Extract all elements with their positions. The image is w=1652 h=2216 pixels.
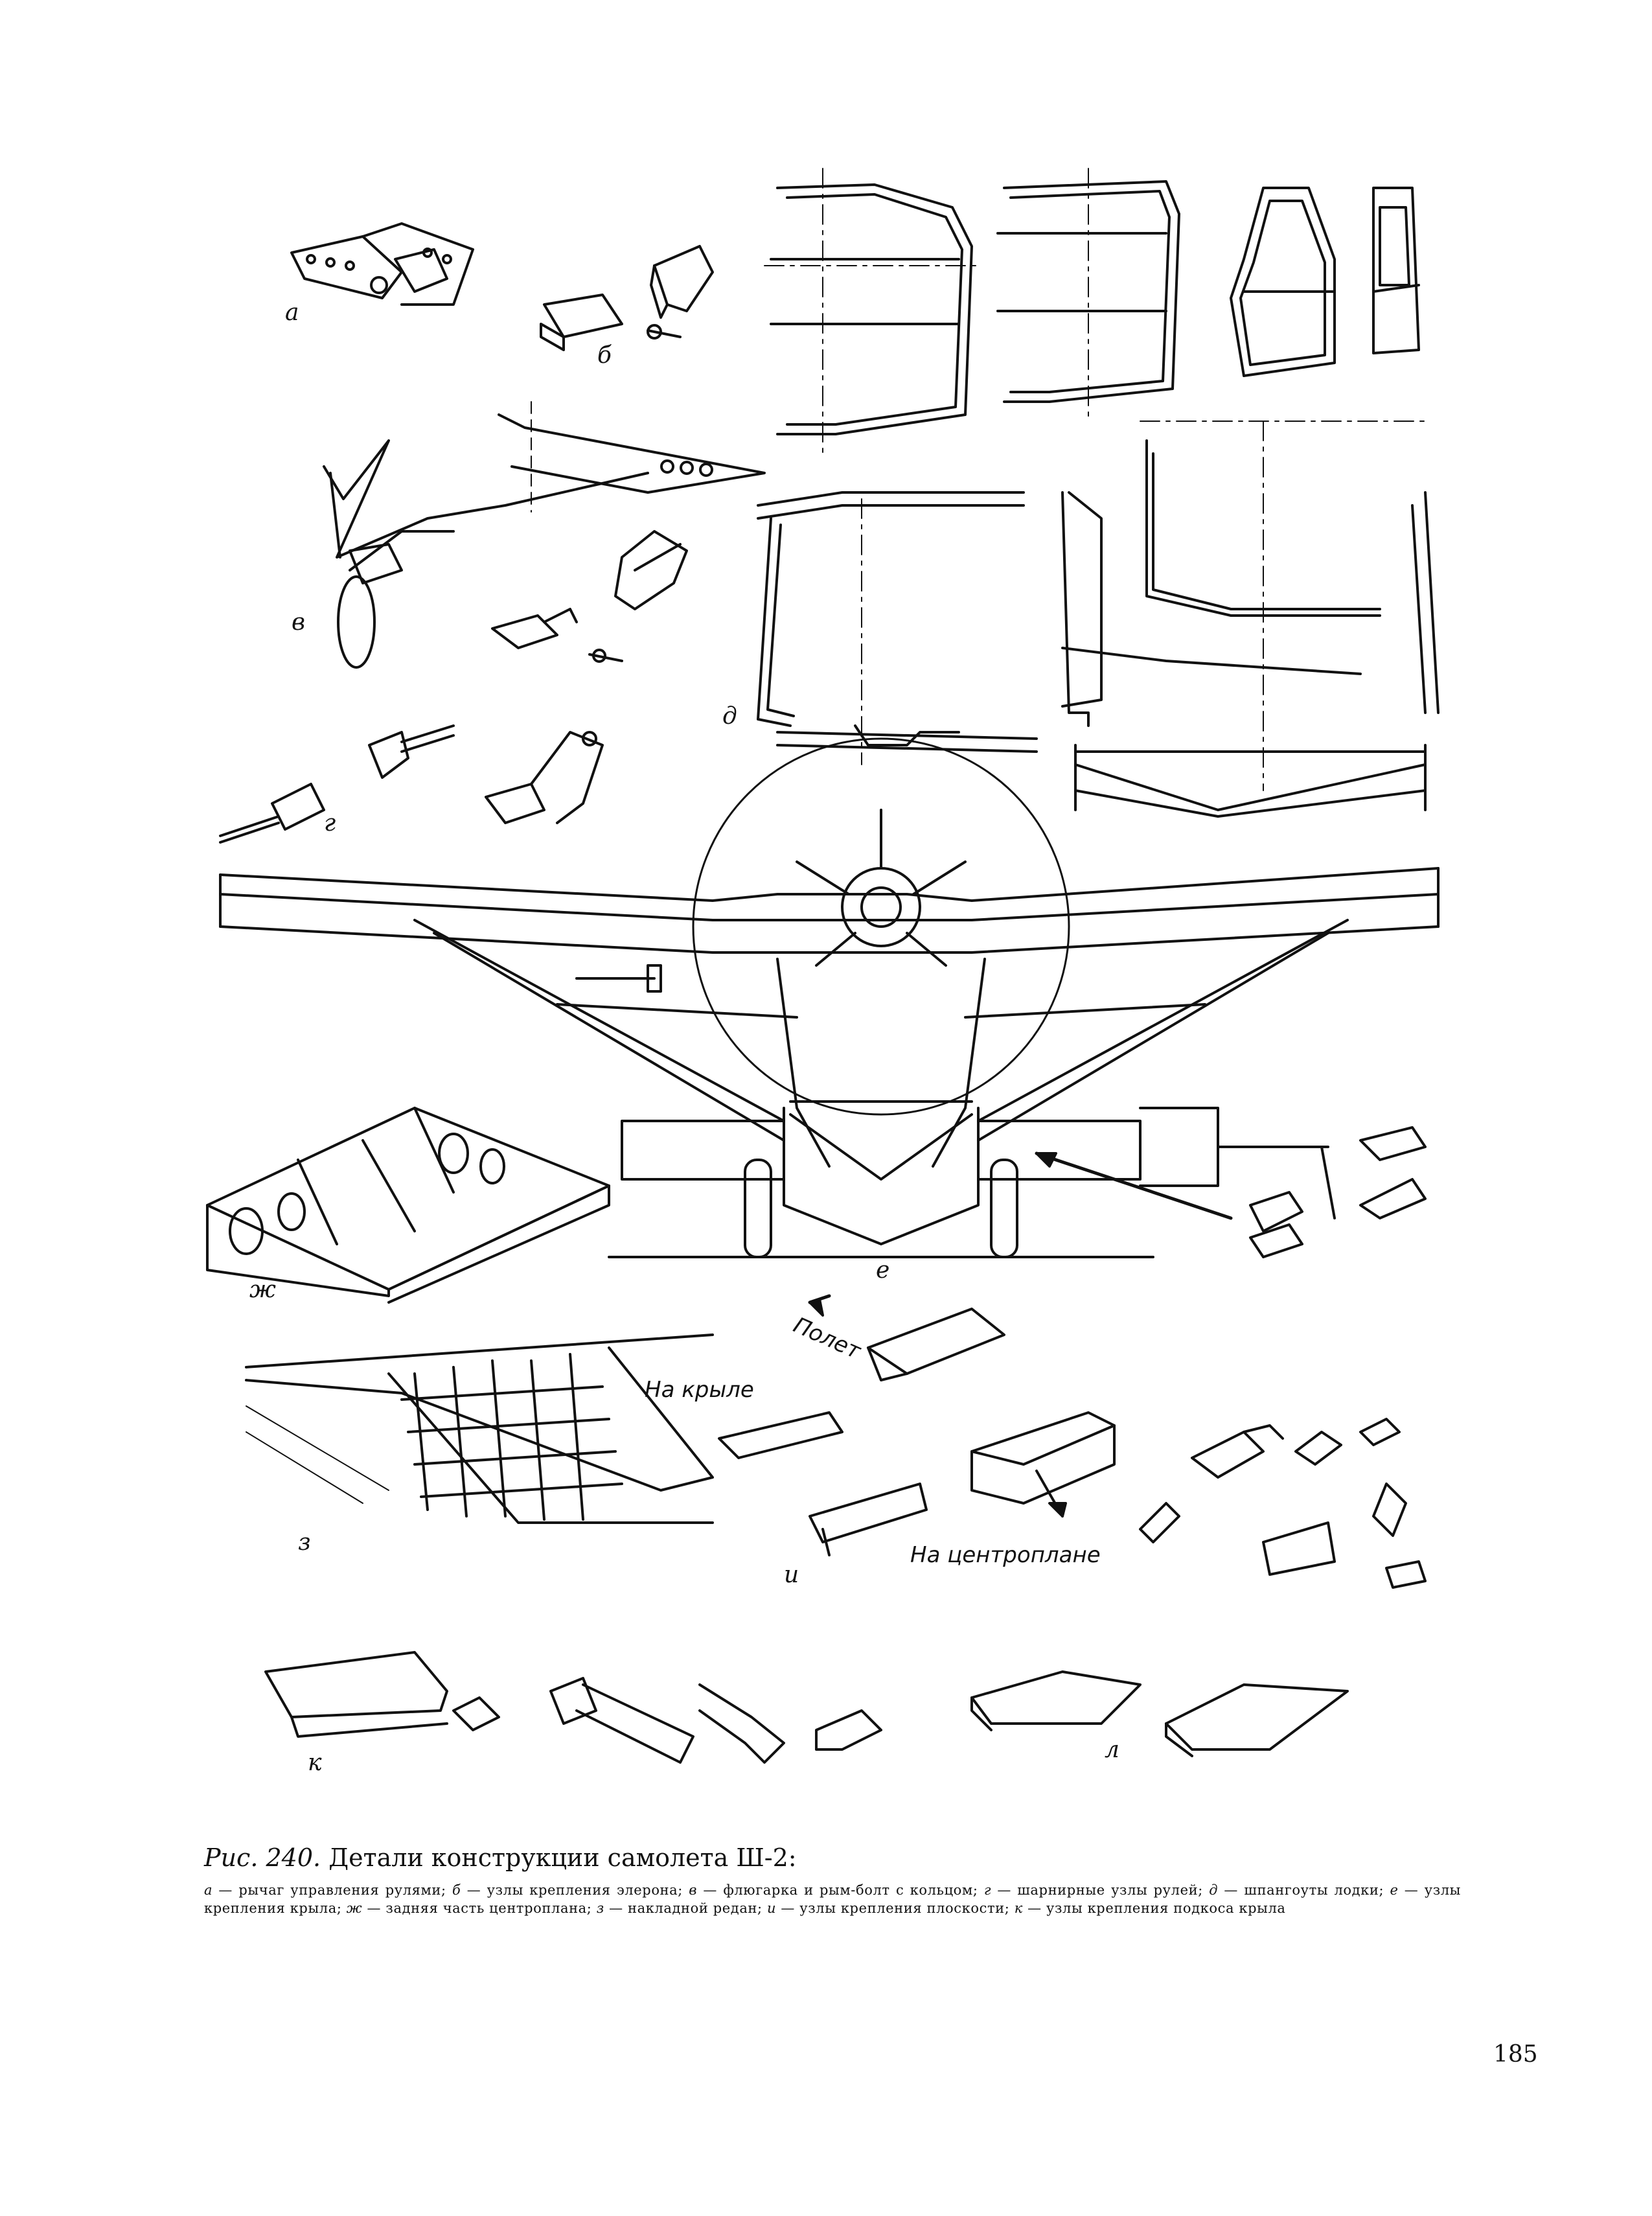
legend-key: б (452, 1882, 461, 1898)
legend-key: а (204, 1882, 213, 1898)
legend-text: узлы крепления крыла; (204, 1882, 1461, 1916)
legend-text: флюгарка и рым-болт с кольцом; (723, 1882, 978, 1898)
legend-text: узлы крепления плоскости; (799, 1900, 1010, 1916)
legend-key: ж (346, 1900, 363, 1916)
label-e: е (876, 1257, 890, 1284)
legend-text: узлы крепления подкоса крыла (1046, 1900, 1286, 1916)
label-z: з (298, 1529, 311, 1556)
drawing-d-hull-frames (757, 168, 1440, 818)
label-k: к (308, 1749, 322, 1776)
drawing-k-strut-fittings (264, 1651, 1349, 1764)
callout-on-center-section: На центроплане (910, 1542, 1101, 1568)
drawing-z-step (245, 1333, 714, 1524)
label-d: д (722, 703, 737, 730)
legend-key: г (983, 1882, 992, 1898)
label-i: и (784, 1562, 799, 1588)
drawing-e-front-view (219, 737, 1440, 1258)
legend-key: в (689, 1882, 698, 1898)
legend-text: шпангоуты лодки; (1244, 1882, 1384, 1898)
label-zh: ж (249, 1276, 276, 1303)
callout-on-wing: На крыле (645, 1377, 754, 1403)
figure-caption: Рис. 240. Детали конструкции самолета Ш-… (204, 1843, 1461, 1917)
drawing-i-plane-fittings (718, 1294, 1427, 1589)
legend-key: к (1014, 1900, 1023, 1916)
caption-legend: а — рычаг управления рулями; б — узлы кр… (204, 1882, 1461, 1916)
legend-text: накладной редан; (627, 1900, 763, 1916)
label-v: в (292, 609, 305, 636)
label-l: л (1105, 1737, 1119, 1763)
legend-text: узлы крепления элерона; (487, 1882, 683, 1898)
legend-key: е (1390, 1882, 1399, 1898)
drawing-zh-center-section (206, 1107, 610, 1304)
drawing-v-vane-eyebolt (323, 401, 766, 669)
technical-drawings (206, 168, 1440, 1764)
label-b: б (597, 342, 612, 369)
drawing-a-control-lever (290, 222, 474, 306)
legend-text: шарнирные узлы рулей; (1017, 1882, 1203, 1898)
label-a: а (285, 299, 299, 326)
caption-title: Рис. 240. Детали конструкции самолета Ш-… (204, 1843, 1461, 1872)
label-g: г (324, 810, 336, 837)
legend-key: з (596, 1900, 604, 1916)
legend-text: задняя часть центроплана; (385, 1900, 592, 1916)
legend-text: рычаг управления рулями; (238, 1882, 446, 1898)
caption-figure-ref: Рис. 240. (204, 1843, 321, 1872)
drawing-b-aileron-fittings (540, 245, 714, 351)
legend-key: и (767, 1900, 777, 1916)
page-number: 185 (1493, 2041, 1538, 2068)
drawing-g-rudder-hinges (219, 724, 604, 844)
caption-title-text: Детали конструкции самолета Ш-2: (328, 1843, 797, 1872)
legend-key: д (1209, 1882, 1219, 1898)
